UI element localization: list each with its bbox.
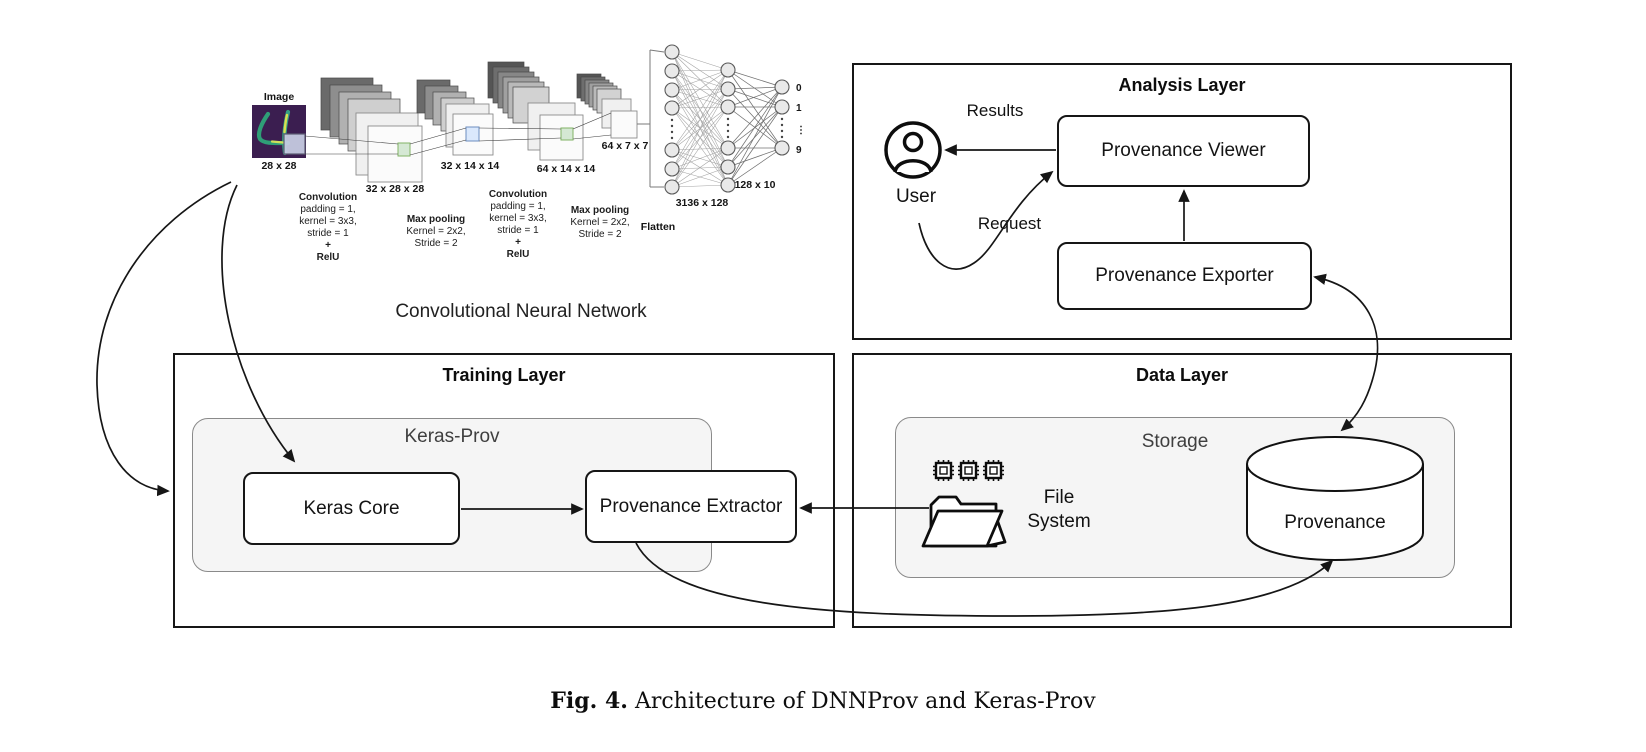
provenance-extractor-box: Provenance Extractor: [585, 470, 797, 543]
request-label: Request: [977, 214, 1042, 233]
fc-edges-input-hidden: [671, 51, 729, 188]
pool2-params: Max pooling Kernel = 2x2, Stride = 2: [570, 205, 630, 240]
svg-text:⋮: ⋮: [796, 125, 806, 136]
cnn-stack2-dims: 32 x 14 x 14: [440, 160, 500, 172]
pool1-cell: [465, 126, 480, 142]
conv2-params: Convolution padding = 1, kernel = 3x3, s…: [488, 189, 548, 260]
receptive-field-lines: [304, 112, 612, 156]
data-layer-box: Data Layer: [852, 353, 1512, 628]
svg-text:1: 1: [796, 103, 802, 114]
conv-stack-2: [487, 61, 584, 161]
cnn-stack1-dims: 32 x 28 x 28: [365, 183, 425, 195]
pool-stack-1: [416, 79, 494, 156]
svg-text:0: 0: [796, 83, 802, 94]
cnn-stack4-dims: 64 x 7 x 7: [601, 140, 649, 152]
provenance-viewer-box: Provenance Viewer: [1057, 115, 1310, 187]
cnn-image-label: Image: [263, 91, 295, 103]
receptive-field-patch: [283, 133, 306, 155]
fc-output-labels: 0 1 ⋮ 9: [796, 83, 806, 156]
user-label: User: [895, 186, 937, 207]
file-system-label-line1: File: [1043, 487, 1075, 508]
conv1-params: Convolution padding = 1, kernel = 3x3, s…: [298, 192, 358, 263]
analysis-layer-box: Analysis Layer: [852, 63, 1512, 340]
cnn-input-dims: 28 x 28: [261, 160, 297, 172]
cnn-title: Convolutional Neural Network: [395, 301, 647, 322]
provenance-extractor-label: Provenance Extractor: [599, 495, 783, 517]
figure-caption: Fig. 4. Architecture of DNNProv and Kera…: [0, 688, 1646, 714]
provenance-viewer-label: Provenance Viewer: [1101, 140, 1266, 161]
keras-core-box: Keras Core: [243, 472, 460, 545]
digit-four-stroke: [256, 111, 291, 146]
cnn-fc2-dims: 128 x 10: [734, 179, 776, 191]
results-label: Results: [966, 101, 1024, 120]
fc-ellipsis-dots: [670, 117, 784, 140]
pool1-params: Max pooling Kernel = 2x2, Stride = 2: [406, 214, 466, 249]
keras-core-label: Keras Core: [303, 497, 400, 519]
cnn-stack3-dims: 64 x 14 x 14: [536, 163, 596, 175]
provenance-exporter-label: Provenance Exporter: [1095, 265, 1274, 286]
analysis-layer-title: Analysis Layer: [1118, 75, 1246, 95]
flatten-bracket: [637, 49, 665, 188]
figure-caption-label: Fig. 4.: [550, 688, 628, 714]
storage-label: Storage: [1141, 431, 1209, 452]
conv2-cell: [560, 127, 574, 141]
mnist-input-image: [252, 105, 306, 158]
pool-stack-2: [576, 73, 638, 139]
cnn-fc1-dims: 3136 x 128: [675, 197, 729, 209]
cnn-flatten-label: Flatten: [640, 221, 676, 233]
svg-text:9: 9: [796, 145, 802, 156]
keras-prov-label: Keras-Prov: [404, 426, 500, 447]
file-system-label-line2: System: [1027, 511, 1091, 532]
file-system-label: File System: [1013, 486, 1105, 534]
fc-nodes: [664, 44, 790, 195]
figure-caption-text: Architecture of DNNProv and Keras-Prov: [634, 689, 1096, 714]
fc-edges-hidden-output: [727, 69, 783, 186]
provenance-exporter-box: Provenance Exporter: [1057, 242, 1312, 310]
data-layer-title: Data Layer: [1135, 365, 1229, 385]
training-layer-title: Training Layer: [442, 365, 566, 385]
conv-stack-1: [320, 77, 423, 183]
conv1-cell: [397, 142, 411, 157]
